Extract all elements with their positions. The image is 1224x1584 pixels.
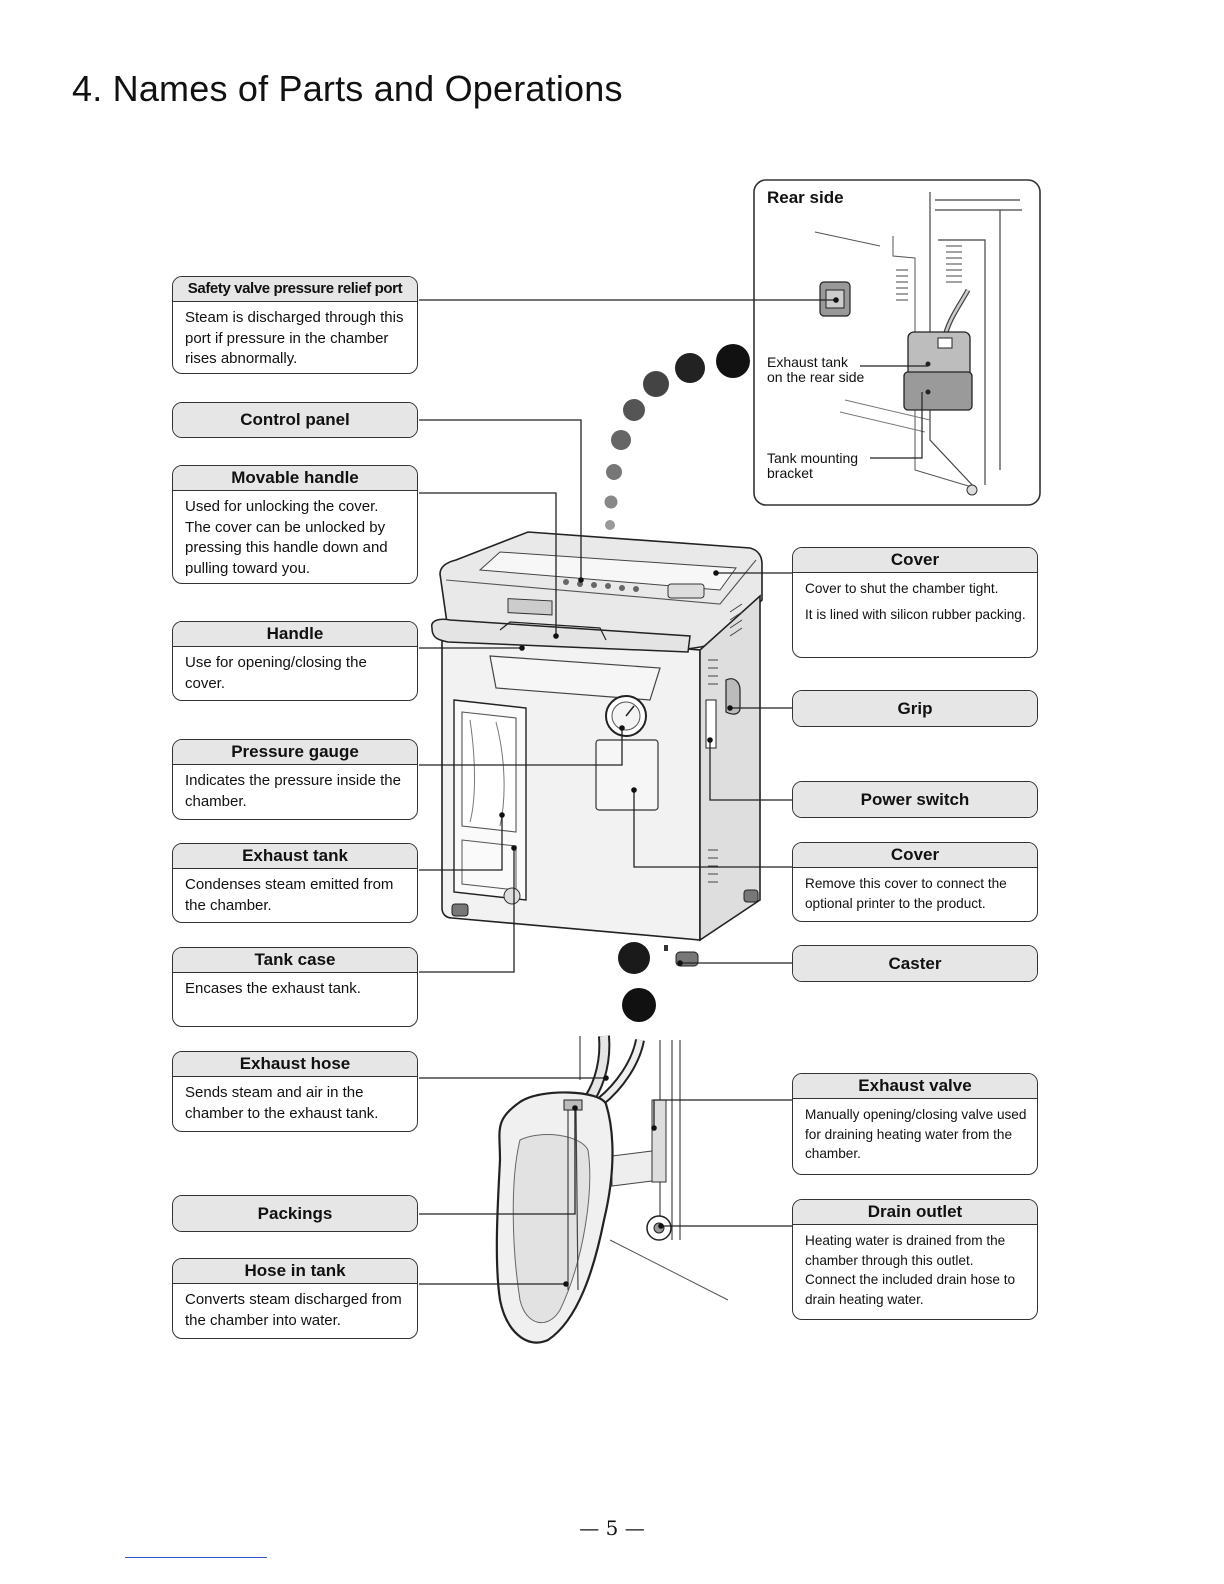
callout-title: Cover [793,843,1037,868]
autoclave-body [431,531,763,967]
page-title: 4. Names of Parts and Operations [72,68,623,109]
callout-control-panel: Control panel [172,402,418,438]
callout-title: Exhaust valve [793,1074,1037,1099]
callout-tank-case: Tank case Encases the exhaust tank. [172,947,418,1027]
callout-caster: Caster [792,945,1038,982]
callout-body-line-2: It is lined with silicon rubber packing. [805,606,1026,622]
callout-body-line-1: Cover to shut the chamber tight. [805,581,999,596]
rear-side-inset [753,179,1041,506]
callout-title: Hose in tank [173,1259,417,1284]
callout-printer-cover: Cover Remove this cover to connect the o… [792,842,1038,922]
callout-handle: Handle Use for opening/closing the cover… [172,621,418,701]
callout-power-switch: Power switch [792,781,1038,818]
callout-body: Heating water is drained from the chambe… [805,1233,1016,1307]
callout-exhaust-hose: Exhaust hose Sends steam and air in the … [172,1051,418,1132]
callout-title: Drain outlet [793,1200,1037,1225]
rear-bracket-label-line-2: bracket [767,465,813,481]
callout-pressure-gauge: Pressure gauge Indicates the pressure in… [172,739,418,820]
callout-title: Grip [793,691,1037,726]
callout-exhaust-valve: Exhaust valve Manually opening/closing v… [792,1073,1038,1175]
callout-body: Used for unlocking the cover. The cover … [185,498,388,577]
callout-exhaust-tank: Exhaust tank Condenses steam emitted fro… [172,843,418,923]
callout-title: Power switch [793,782,1037,817]
callout-body: Remove this cover to connect the optiona… [805,876,1007,911]
callout-body: Use for opening/closing the cover. [185,654,367,692]
rear-exhaust-tank-label-line-2: on the rear side [767,369,865,385]
rear-exhaust-tank-label-line-1: Exhaust tank [767,354,848,370]
leader-dots [499,297,839,1287]
callout-title: Exhaust tank [173,844,417,869]
callout-hose-in-tank: Hose in tank Converts steam discharged f… [172,1258,418,1339]
callout-title: Pressure gauge [173,740,417,765]
callout-body: Converts steam discharged from the chamb… [185,1291,402,1329]
leader-lines [419,299,836,1285]
callout-title: Packings [173,1196,417,1231]
callout-safety-valve: Safety valve pressure relief port Steam … [172,276,418,374]
callout-body: Manually opening/closing valve used for … [805,1107,1027,1161]
callout-title: Caster [793,946,1037,981]
connector-dots-upper [604,344,750,530]
callout-title: Tank case [173,948,417,973]
callout-title: Handle [173,622,417,647]
callout-title: Safety valve pressure relief port [173,277,417,302]
callout-body: Sends steam and air in the chamber to th… [185,1084,379,1122]
rear-bracket-label: Tank mounting bracket [767,451,858,481]
callout-body: Cover to shut the chamber tight. It is l… [793,573,1037,630]
rear-exhaust-tank-label: Exhaust tank on the rear side [767,355,864,385]
rear-bracket-label-line-1: Tank mounting [767,450,859,466]
callout-title: Movable handle [173,466,417,491]
callout-body: Indicates the pressure inside the chambe… [185,772,401,810]
callout-movable-handle: Movable handle Used for unlocking the co… [172,465,418,584]
callout-title: Exhaust hose [173,1052,417,1077]
exhaust-tank-detail [495,1035,729,1344]
callout-drain-outlet: Drain outlet Heating water is drained fr… [792,1199,1038,1320]
callout-title: Control panel [173,403,417,437]
callout-body: Condenses steam emitted from the chamber… [185,876,394,914]
callout-body: Steam is discharged through this port if… [185,309,404,367]
footer-rule [125,1557,267,1558]
rear-side-title: Rear side [767,188,844,207]
callout-body: Encases the exhaust tank. [185,980,361,997]
callout-packings: Packings [172,1195,418,1232]
callout-grip: Grip [792,690,1038,727]
callout-cover-lid: Cover Cover to shut the chamber tight. I… [792,547,1038,658]
page-number: — 5 — [579,1516,645,1540]
callout-title: Cover [793,548,1037,573]
